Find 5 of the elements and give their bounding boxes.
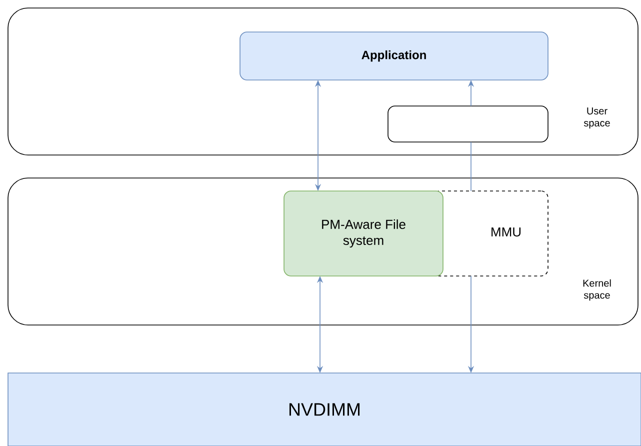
process-box: Application xyxy=(240,32,548,80)
dashed-box: MMU xyxy=(432,190,548,276)
memory-bar: NVDIMM xyxy=(8,372,641,446)
process-box xyxy=(388,106,548,142)
process-box: PM-Aware File system xyxy=(284,190,444,276)
